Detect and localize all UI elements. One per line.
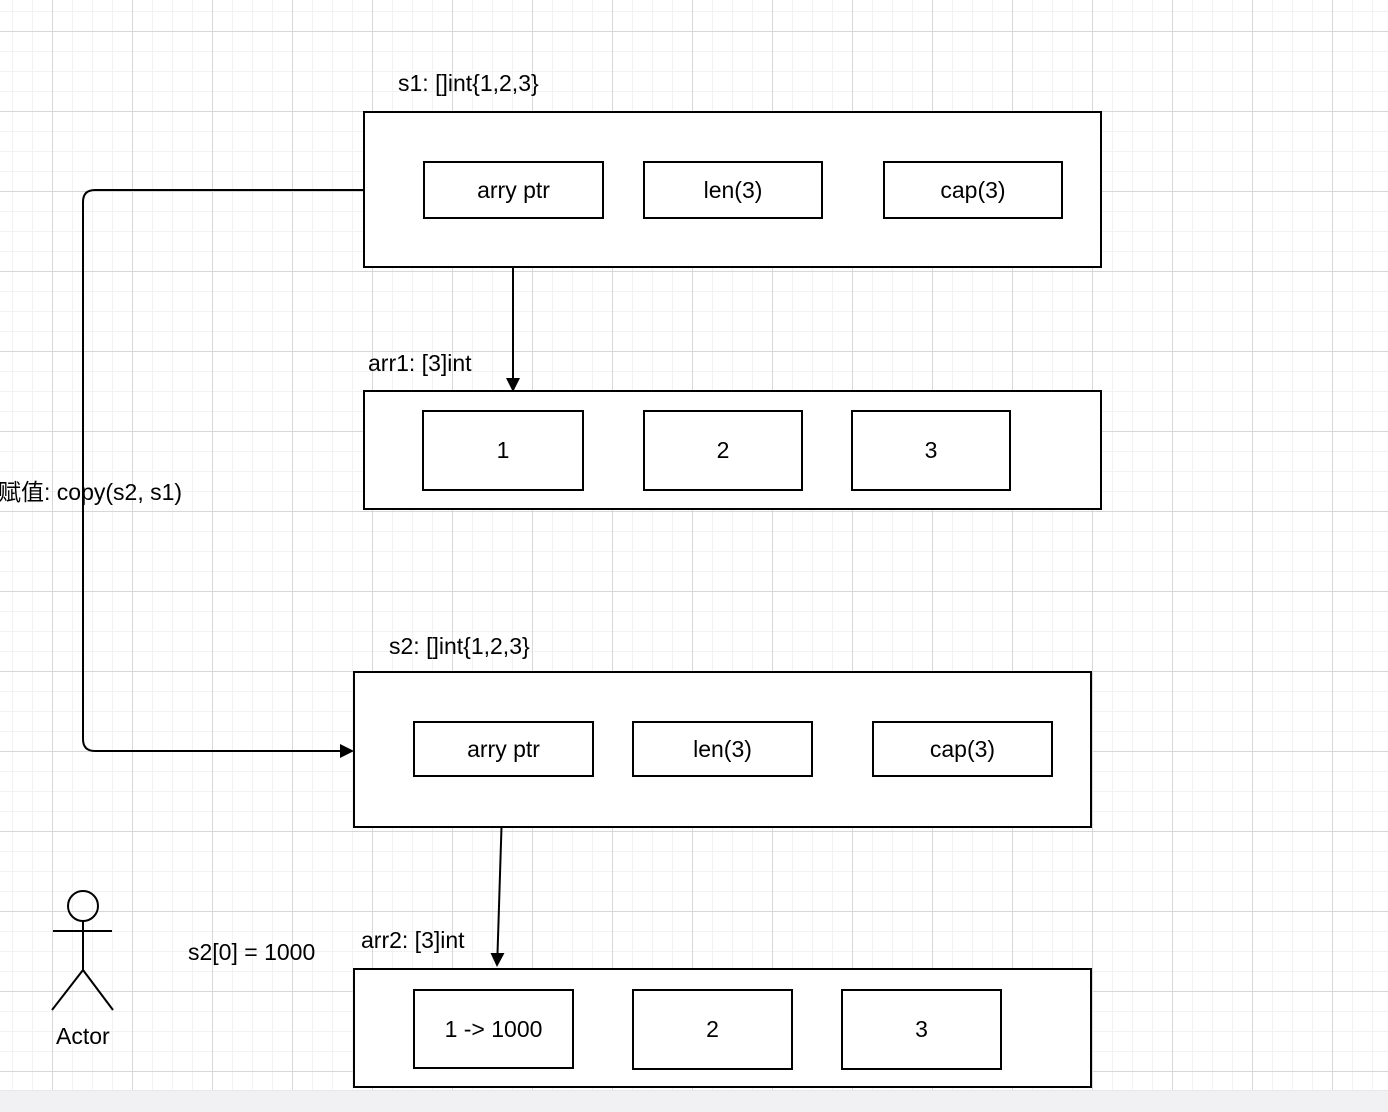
s2-title[interactable]: s2: []int{1,2,3} <box>389 633 530 659</box>
s1-title[interactable]: s1: []int{1,2,3} <box>398 70 539 96</box>
copy-call-label[interactable]: 赋值: copy(s2, s1) <box>0 479 183 505</box>
arr1-cell-1[interactable]: 2 <box>643 410 803 491</box>
arr2-cell-2[interactable]: 3 <box>841 989 1002 1070</box>
canvas-edge-strip <box>0 1090 1388 1112</box>
s1-struct-box[interactable]: arry ptr len(3) cap(3) <box>363 111 1102 268</box>
actor-left-leg-icon <box>51 969 84 1011</box>
actor-head-icon <box>67 890 99 922</box>
actor-label[interactable]: Actor <box>56 1023 110 1049</box>
s1-to-arr1-arrowhead-icon <box>506 378 520 392</box>
actor-right-leg-icon <box>82 969 114 1011</box>
s2-struct-box[interactable]: arry ptr len(3) cap(3) <box>353 671 1092 828</box>
s2-to-arr2-arrowhead-icon <box>490 953 505 967</box>
arr1-title[interactable]: arr1: [3]int <box>368 350 472 376</box>
copy-connector-line[interactable] <box>82 189 363 752</box>
s2-cap-field[interactable]: cap(3) <box>872 721 1053 777</box>
copy-connector-arrowhead-icon <box>340 744 354 758</box>
index-assign-label[interactable]: s2[0] = 1000 <box>188 939 316 965</box>
arr1-cell-2[interactable]: 3 <box>851 410 1011 491</box>
s1-arry-ptr-field[interactable]: arry ptr <box>423 161 604 219</box>
arr2-cell-1[interactable]: 2 <box>632 989 793 1070</box>
arr2-title[interactable]: arr2: [3]int <box>361 927 465 953</box>
arr1-cell-0[interactable]: 1 <box>422 410 584 491</box>
s2-len-field[interactable]: len(3) <box>632 721 813 777</box>
arr1-array-box[interactable]: 1 2 3 <box>363 390 1102 510</box>
arr2-cell-0[interactable]: 1 -> 1000 <box>413 989 574 1069</box>
actor-figure[interactable] <box>51 890 114 1011</box>
arr2-array-box[interactable]: 1 -> 1000 2 3 <box>353 968 1092 1088</box>
s1-cap-field[interactable]: cap(3) <box>883 161 1063 219</box>
copy-connector-arrow[interactable] <box>82 189 363 758</box>
s2-arry-ptr-field[interactable]: arry ptr <box>413 721 594 777</box>
s1-len-field[interactable]: len(3) <box>643 161 823 219</box>
